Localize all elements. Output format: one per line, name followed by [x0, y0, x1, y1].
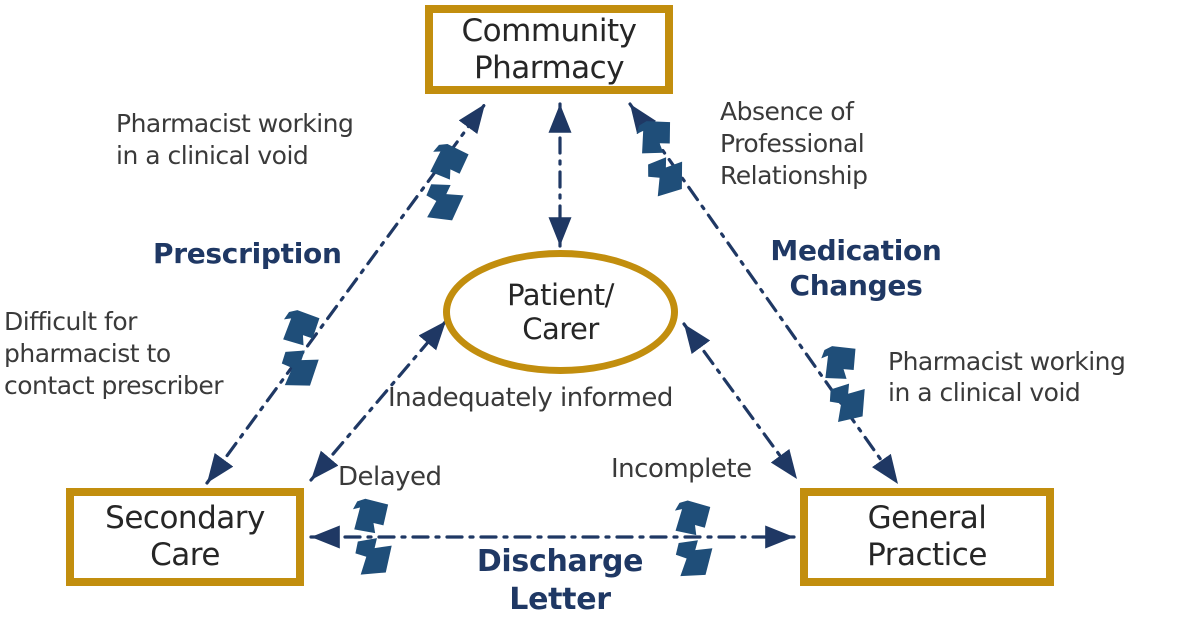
node-secondary-care: Secondary Care	[66, 488, 304, 586]
edge-label-discharge-letter: Discharge Letter	[452, 543, 668, 619]
annotation-absence-relationship-line3: Relationship	[720, 161, 868, 190]
annotation-pharmacist-void-left-line1: Pharmacist working	[116, 109, 354, 138]
node-general-practice-line2: Practice	[867, 537, 987, 573]
node-patient-carer-line1: Patient/	[507, 278, 614, 312]
edge-secondary-care-patient	[309, 319, 448, 482]
edge-label-medication-changes-line1: Medication	[770, 234, 942, 267]
annotation-pharmacist-void-right: Pharmacist working in a clinical void	[888, 346, 1126, 408]
annotation-delayed: Delayed	[338, 462, 442, 492]
annotation-absence-relationship: Absence of Professional Relationship	[720, 96, 868, 192]
communication-break-icon	[634, 116, 688, 199]
annotation-difficult-contact-line1: Difficult for	[4, 307, 137, 336]
annotation-difficult-contact: Difficult for pharmacist to contact pres…	[4, 306, 224, 402]
annotation-pharmacist-void-right-line1: Pharmacist working	[888, 347, 1126, 376]
node-community-pharmacy-line1: Community	[461, 12, 637, 49]
annotation-pharmacist-void-right-line2: in a clinical void	[888, 378, 1081, 407]
edge-label-prescription: Prescription	[153, 237, 342, 270]
annotation-incomplete: Incomplete	[611, 454, 752, 484]
node-general-practice-line1: General	[867, 500, 987, 536]
node-general-practice: General Practice	[800, 488, 1054, 586]
annotation-pharmacist-void-left-line2: in a clinical void	[116, 141, 309, 170]
node-patient-carer: Patient/ Carer	[443, 250, 678, 374]
annotation-absence-relationship-line2: Professional	[720, 129, 865, 158]
node-secondary-care-line1: Secondary	[105, 500, 265, 536]
annotation-pharmacist-void-left: Pharmacist working in a clinical void	[116, 108, 354, 172]
annotation-difficult-contact-line3: contact prescriber	[4, 371, 224, 400]
annotation-inadequately-informed: Inadequately informed	[388, 383, 673, 413]
node-secondary-care-line2: Care	[150, 537, 220, 573]
node-community-pharmacy: Community Pharmacy	[425, 5, 673, 94]
edge-label-medication-changes: Medication Changes	[750, 233, 962, 303]
annotation-difficult-contact-line2: pharmacist to	[4, 339, 171, 368]
edge-label-discharge-letter-line2: Letter	[509, 582, 611, 617]
communication-break-icon	[274, 308, 326, 390]
annotation-absence-relationship-line1: Absence of	[720, 97, 854, 126]
communication-break-icon	[417, 141, 475, 225]
edge-label-medication-changes-line2: Changes	[789, 269, 923, 302]
edge-label-discharge-letter-line1: Discharge	[476, 544, 644, 579]
node-community-pharmacy-line2: Pharmacy	[473, 49, 625, 86]
communication-break-icon	[670, 499, 716, 579]
edge-general-practice-patient	[682, 322, 799, 481]
edge-secondary-care-community-pharmacy	[205, 102, 487, 485]
node-patient-carer-line2: Carer	[522, 312, 599, 346]
